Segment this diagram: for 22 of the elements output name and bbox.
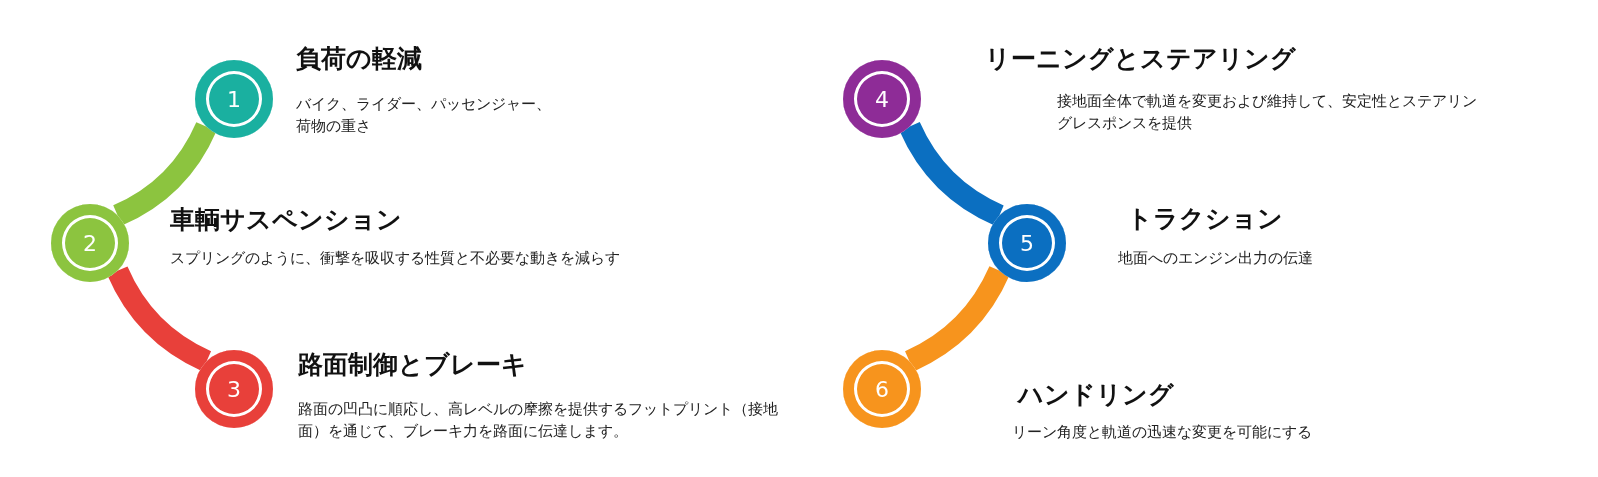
heading: 路面制御とブレーキ xyxy=(298,349,527,381)
heading: ハンドリング xyxy=(1018,379,1174,411)
heading: トラクション xyxy=(1127,203,1283,235)
connector-band xyxy=(112,121,217,226)
heading: リーニングとステアリング xyxy=(985,43,1296,75)
heading: 負荷の軽減 xyxy=(296,43,422,75)
number-circle: 1 xyxy=(195,60,273,138)
connector-band xyxy=(107,266,212,372)
number-circle: 4 xyxy=(843,60,921,138)
description: リーン角度と軌道の迅速な変更を可能にする xyxy=(1012,422,1313,443)
number-circle: 2 xyxy=(51,204,129,282)
description: 地面へのエンジン出力の伝達 xyxy=(1118,248,1314,269)
connector-band xyxy=(904,266,1010,372)
number-circle: 5 xyxy=(988,204,1066,282)
description: バイク、ライダー、パッセンジャー、荷物の重さ xyxy=(296,94,552,137)
description: 接地面全体で軌道を変更および維持して、安定性とステアリングレスポンスを提供 xyxy=(1057,91,1477,134)
connector-band xyxy=(899,121,1004,226)
number-circle: 3 xyxy=(195,350,273,428)
number-circle: 6 xyxy=(843,350,921,428)
description: スプリングのように、衝撃を吸収する性質と不必要な動きを減らす xyxy=(170,248,621,269)
description: 路面の凹凸に順応し、高レベルの摩擦を提供するフットプリント（接地面）を通じて、ブレーキ力を路面に伝達します。 xyxy=(298,399,778,442)
heading: 車輌サスペンション xyxy=(170,204,402,236)
